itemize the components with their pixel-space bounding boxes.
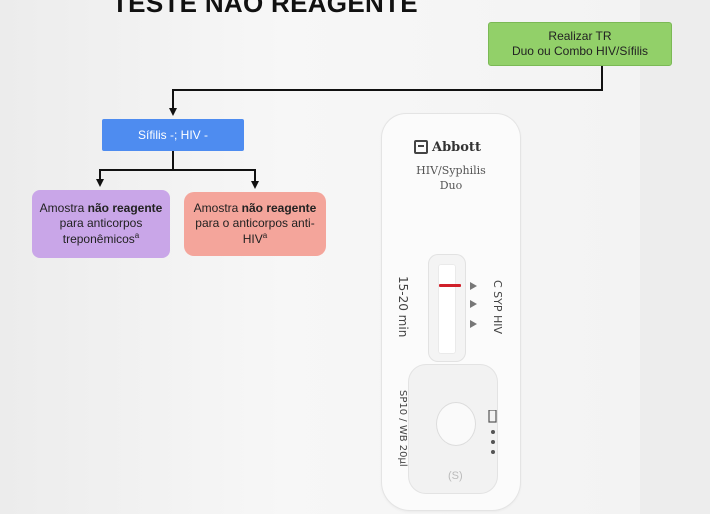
abbott-logo-icon — [414, 140, 428, 154]
connector-start-to-result — [169, 66, 603, 116]
sample-area: (S) — [408, 364, 498, 494]
step-perform-rapid-test: Realizar TR Duo ou Combo HIV/Sífilis — [488, 22, 672, 66]
test-cassette-image: Abbott HIV/Syphilis Duo C SYP HIV 15-20 … — [382, 114, 520, 510]
step-perform-line1: Realizar TR — [548, 29, 612, 43]
sample-well — [436, 402, 476, 446]
background-watermark — [640, 0, 710, 514]
brand-logo: Abbott — [414, 140, 481, 155]
product-name-line1: HIV/Syphilis — [416, 164, 486, 177]
outcome-treponemal-pre: Amostra — [39, 201, 88, 215]
result-window — [428, 254, 466, 362]
brand-name: Abbott — [432, 140, 481, 155]
outcome-hiv-pre: Amostra — [193, 201, 242, 215]
control-line — [439, 284, 461, 287]
outcome-hiv: Amostra não reagente para o anticorpos a… — [184, 192, 326, 256]
line-markers-label: C SYP HIV — [491, 280, 504, 335]
page-title: TESTE NÃO REAGENTE — [112, 0, 418, 18]
dropper-icon — [488, 410, 497, 454]
marker-arrow-icon — [470, 300, 477, 308]
sample-label: (S) — [448, 470, 463, 482]
outcome-hiv-sup: a — [262, 231, 268, 240]
result-node: Sífilis -; HIV - — [102, 119, 244, 151]
outcome-treponemal-post: para anticorpos treponêmicos — [59, 216, 143, 246]
connector-result-to-right — [173, 169, 259, 189]
outcome-hiv-post: para o anticorpos anti-HIV — [195, 216, 315, 246]
result-window-strip — [438, 264, 456, 354]
product-name-line2: Duo — [439, 179, 463, 192]
outcome-treponemal: Amostra não reagente para anticorpos tre… — [32, 190, 170, 258]
outcome-treponemal-bold: não reagente — [87, 201, 163, 215]
connector-result-to-branches — [96, 151, 174, 187]
outcome-hiv-bold: não reagente — [241, 201, 317, 215]
marker-arrow-icon — [470, 282, 477, 290]
step-perform-line2: Duo ou Combo HIV/Sífilis — [511, 44, 649, 58]
outcome-treponemal-sup: a — [134, 231, 140, 240]
marker-arrow-icon — [470, 320, 477, 328]
time-label: 15-20 min — [396, 276, 410, 338]
volume-label: SP10 / WB 20μl — [397, 390, 408, 467]
